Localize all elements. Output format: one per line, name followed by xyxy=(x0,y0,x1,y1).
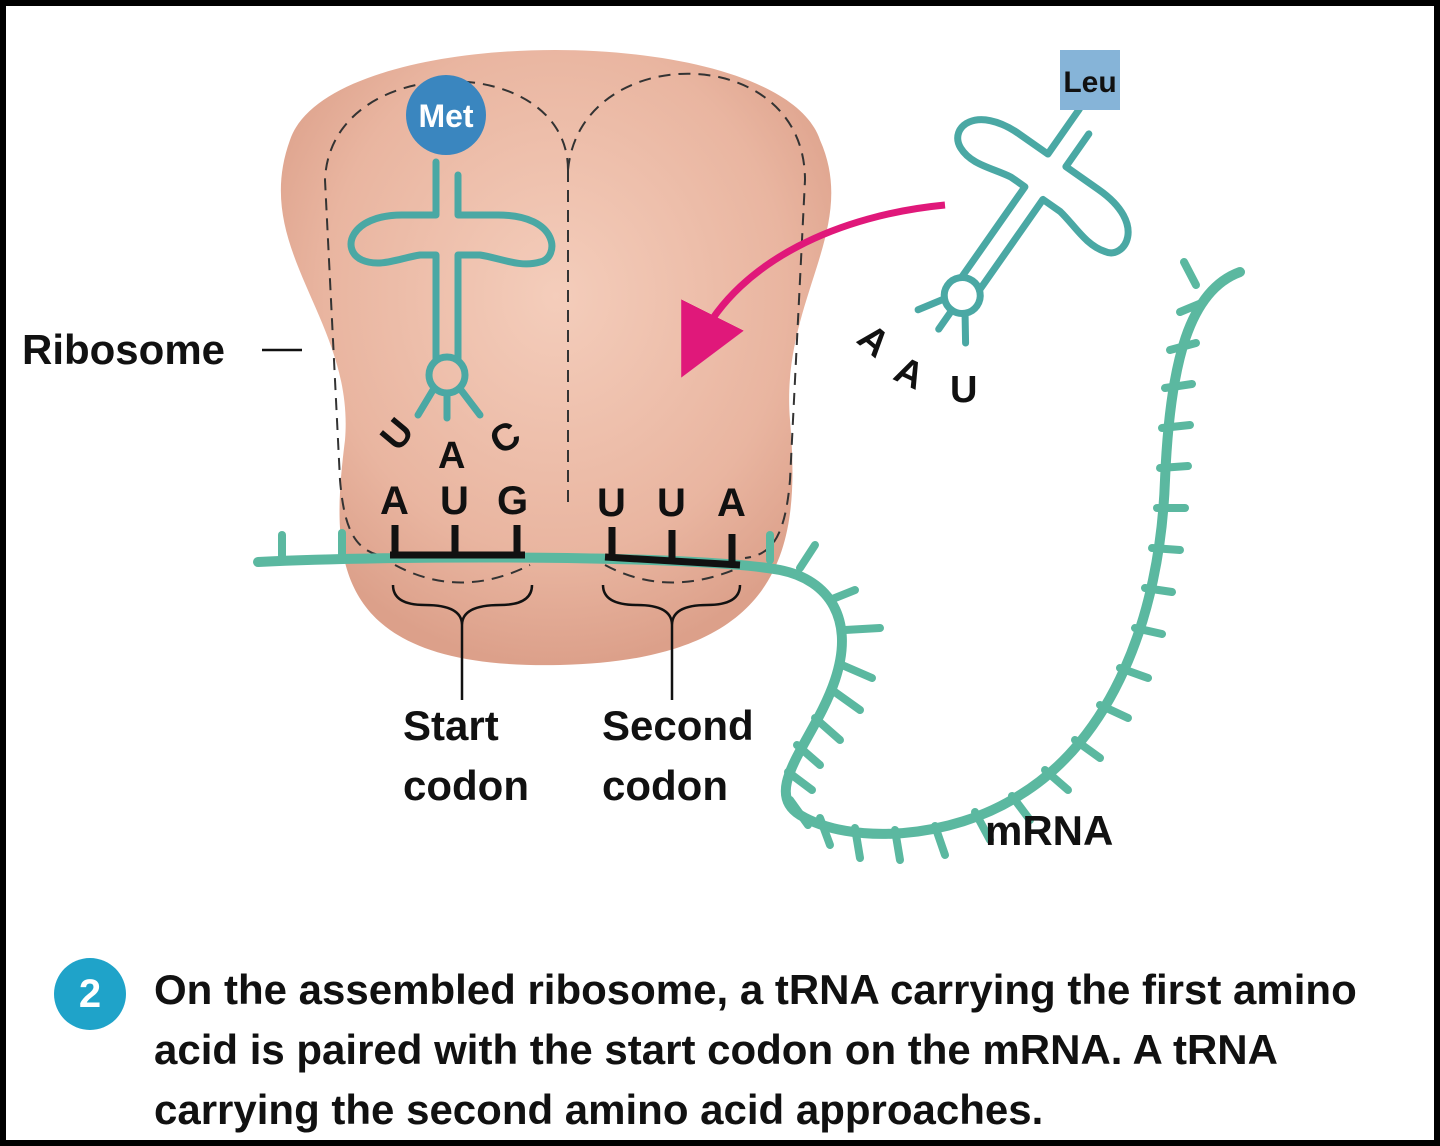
second-codon-base-3: A xyxy=(717,481,746,525)
start-codon-base-1: A xyxy=(380,479,409,523)
ribosome-label: Ribosome xyxy=(22,326,225,373)
leu-anticodon-base-1: A xyxy=(849,316,897,366)
mrna-bases xyxy=(278,258,1208,864)
ribosome-body xyxy=(280,50,832,666)
met-amino-acid xyxy=(406,75,486,155)
caption-text: On the assembled ribosome, a tRNA carryi… xyxy=(154,966,1357,1133)
leu-label: Leu xyxy=(1063,66,1116,99)
start-codon-base-3: G xyxy=(497,479,528,523)
start-codon-label-line1: Start xyxy=(403,702,499,749)
a-site-outline xyxy=(567,72,807,559)
approach-arrow xyxy=(681,201,946,378)
second-codon-label-line2: codon xyxy=(602,762,728,809)
step-badge: 2 xyxy=(54,958,126,1030)
second-codon-base-1: U xyxy=(597,481,626,525)
met-anticodon-base-2: A xyxy=(438,435,465,477)
leu-anticodon-base-2: A xyxy=(888,349,931,399)
start-codon-label-line2: codon xyxy=(403,762,529,809)
leu-amino-acid xyxy=(1060,50,1120,110)
leu-anticodon-base-3: U xyxy=(950,369,977,411)
second-codon-label-line1: Second xyxy=(602,702,754,749)
mrna-label: mRNA xyxy=(985,807,1113,854)
second-codon-bases xyxy=(604,527,741,569)
second-codon-base-2: U xyxy=(657,481,686,525)
start-codon-bases xyxy=(390,525,525,559)
met-trna xyxy=(347,158,556,422)
a-site-bottom-dash xyxy=(604,564,746,584)
p-site-bottom-dash xyxy=(394,564,531,584)
leu-trna xyxy=(914,105,1132,347)
p-site-outline xyxy=(323,80,569,559)
start-codon-base-2: U xyxy=(440,479,469,523)
met-label: Met xyxy=(418,98,473,134)
